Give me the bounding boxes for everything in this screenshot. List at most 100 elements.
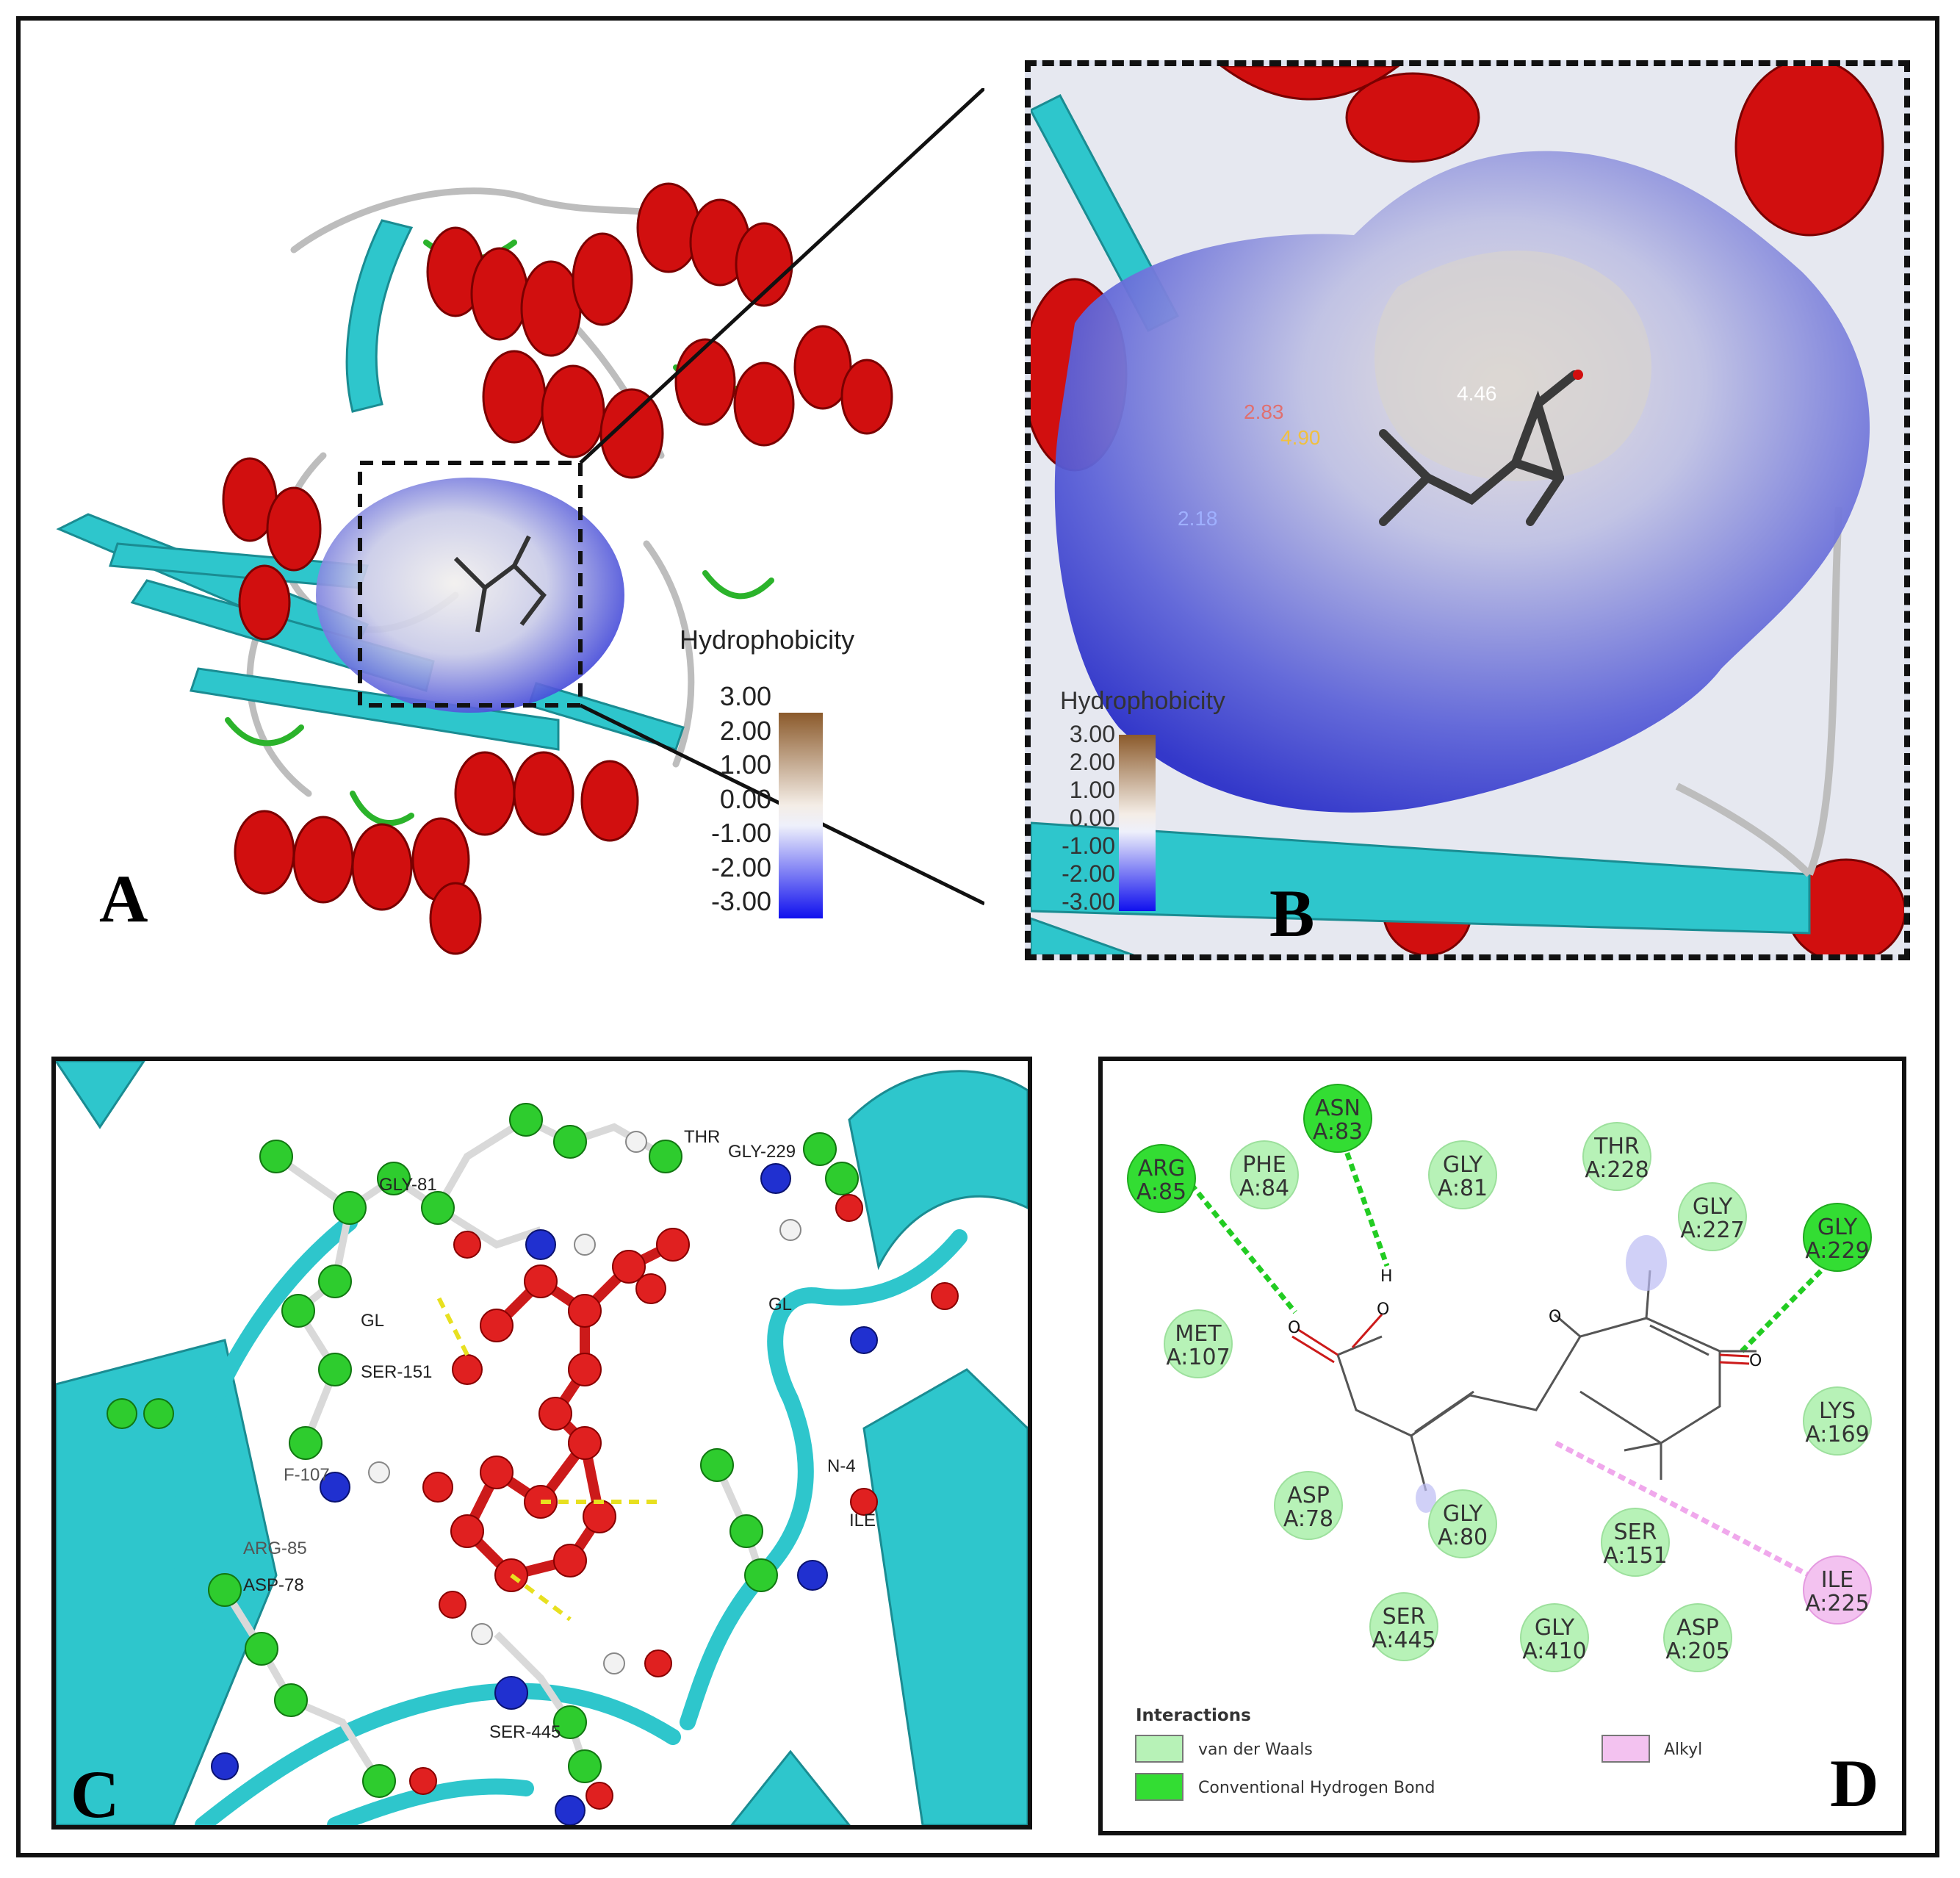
residue-label: ARG-85 (243, 1539, 307, 1558)
residue-label: THR (684, 1127, 721, 1147)
cb-a-tick: -1.00 (710, 818, 771, 848)
legend-swatch-alkyl (1601, 1735, 1650, 1763)
residue-disc (1164, 1309, 1233, 1378)
ligand-bond (1410, 1435, 1427, 1492)
residue-id: A:228 (1585, 1157, 1649, 1183)
cb-a-tick: 2.00 (719, 715, 771, 746)
residue-id: A:78 (1283, 1506, 1333, 1532)
ligand-bond (1554, 1313, 1581, 1338)
figure-frame (16, 16, 1939, 1857)
residue-id: A:227 (1680, 1217, 1744, 1243)
protein-ribbon-image (56, 88, 984, 955)
residue-id: A:151 (1603, 1543, 1667, 1569)
atom-label-o: O (1749, 1352, 1762, 1370)
residue-disc (1369, 1592, 1438, 1661)
residue-id: A:107 (1166, 1345, 1230, 1370)
ligand-bond (1624, 1442, 1662, 1452)
atom-label-h: H (1380, 1267, 1393, 1286)
cb-b-tick: -1.00 (1062, 832, 1115, 859)
residue-label: GL (768, 1295, 793, 1314)
carbonyl-bond (1719, 1353, 1750, 1358)
residue-name: PHE (1242, 1152, 1286, 1178)
panel-letter-b: B (1269, 876, 1315, 951)
cb-b-tick: 1.00 (1069, 777, 1115, 803)
residue-disc (1303, 1084, 1372, 1153)
carbonyl-bond (1291, 1335, 1335, 1364)
residue-label: ILE (849, 1511, 876, 1530)
ligand-bond (1336, 1317, 1721, 1445)
residue-id: A:205 (1665, 1638, 1729, 1664)
carbonyl-bond (1719, 1361, 1750, 1365)
cb-a-tick: -3.00 (710, 886, 771, 916)
legend-label-vdw: van der Waals (1198, 1741, 1313, 1759)
solvent-accessibility-blob (1626, 1235, 1667, 1291)
pocket-surface-image (1031, 66, 1904, 954)
residue-name: ARG (1138, 1156, 1186, 1181)
residue-name: GLY (1693, 1194, 1733, 1220)
carbonyl-bond (1297, 1328, 1339, 1356)
residue-label: N-4 (827, 1456, 856, 1476)
colorbar-title-a: Hydrophobicity (680, 625, 855, 655)
legend-label-hbond: Conventional Hydrogen Bond (1198, 1779, 1435, 1797)
ligand-bond (1337, 1335, 1383, 1356)
binding-pocket-surface (1054, 151, 1870, 813)
residue-label: F-107 (284, 1465, 330, 1485)
legend-swatch-vdw (1135, 1735, 1183, 1763)
hbond-line-gly229 (1740, 1252, 1840, 1353)
solvent-accessibility-blob (1416, 1483, 1436, 1513)
residue-name: ASN (1315, 1096, 1361, 1121)
residue-label: GLY-229 (728, 1142, 796, 1162)
hbond-line-asn83 (1336, 1129, 1390, 1267)
residue-id: A:80 (1438, 1525, 1488, 1550)
panel-c-ball-and-stick: GLY-81 THR GLY-229 SER-151 ARG-85 ASP-78… (51, 1057, 1032, 1830)
panel-letter-d: D (1830, 1746, 1879, 1821)
panel-a-protein-overview: A Hydrophobicity 3.00 2.00 1.00 0.00 -1.… (44, 88, 984, 970)
atom-label-o: O (1549, 1308, 1561, 1326)
ball-stick-image (56, 1061, 1028, 1825)
residue-disc (1274, 1471, 1343, 1540)
residue-name: GLY (1443, 1152, 1483, 1178)
residue-disc (1127, 1144, 1196, 1213)
residue-name: SER (1383, 1604, 1426, 1630)
residue-name: ASP (1287, 1483, 1330, 1508)
atom-label-o: O (1377, 1300, 1389, 1319)
colorbar-title-b: Hydrophobicity (1060, 687, 1225, 715)
cb-b-tick: 0.00 (1069, 805, 1115, 831)
ligand-bond (1414, 1390, 1474, 1433)
residue-label: SER-445 (489, 1722, 561, 1742)
distance-label: 4.46 (1457, 382, 1497, 405)
residue-id: A:84 (1239, 1176, 1289, 1201)
hydrophobicity-colorbar-a (779, 713, 823, 918)
alkyl-line-ile225 (1554, 1440, 1839, 1593)
hbond-line-arg85 (1181, 1173, 1297, 1314)
cb-a-tick: 0.00 (719, 783, 771, 814)
legend-label-alkyl: Alkyl (1664, 1741, 1702, 1759)
residue-id: A:81 (1438, 1176, 1488, 1201)
residue-id: A:83 (1313, 1119, 1363, 1145)
cb-b-tick: -3.00 (1062, 888, 1115, 915)
residue-label: SER-151 (361, 1362, 433, 1382)
distance-label: 2.18 (1178, 507, 1218, 530)
residue-id: A:445 (1372, 1627, 1435, 1653)
residue-id: A:410 (1522, 1638, 1586, 1664)
cb-a-tick: 1.00 (719, 749, 771, 780)
residue-id: A:85 (1136, 1179, 1186, 1205)
residue-disc (1582, 1122, 1651, 1191)
atom-label-o: O (1288, 1319, 1300, 1337)
panel-letter-a: A (99, 861, 148, 936)
residue-id: A:225 (1805, 1591, 1869, 1616)
hydrophobicity-colorbar-b (1119, 735, 1156, 911)
residue-disc (1678, 1182, 1747, 1251)
